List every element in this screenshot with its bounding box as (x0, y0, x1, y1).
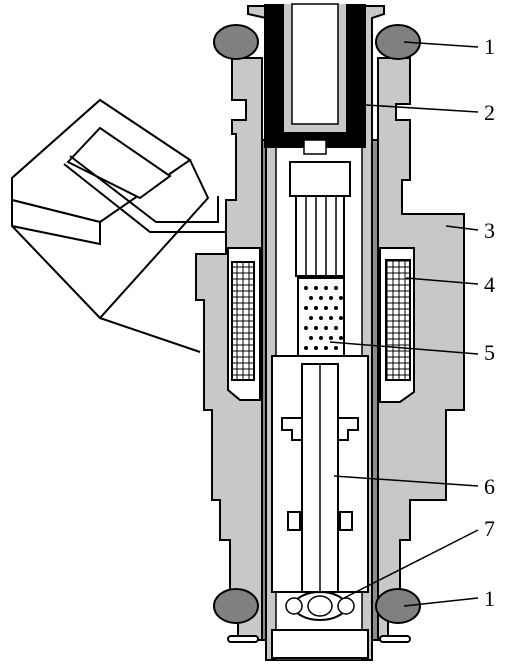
spring-dot (319, 296, 323, 300)
spring-dot (304, 346, 308, 350)
needle-guides (281, 417, 359, 531)
callout-1-bottom: 1 (484, 586, 495, 611)
retaining-clips (227, 635, 411, 643)
solenoid-coil-right (379, 247, 415, 403)
o-ring-top-right (375, 24, 421, 60)
valve-ball (285, 591, 355, 621)
core-channels (305, 196, 337, 276)
spring-dot (319, 336, 323, 340)
spring-dot (314, 286, 318, 290)
o-ring-bottom-left (213, 588, 259, 624)
spring-dot (339, 336, 343, 340)
spring-dot (329, 316, 333, 320)
nozzle-tip (271, 629, 369, 659)
spring-dot (309, 336, 313, 340)
spring-dot (324, 286, 328, 290)
spring-dot (309, 296, 313, 300)
o-ring-bottom-right (375, 588, 421, 624)
spring-dot (334, 346, 338, 350)
pole-core (295, 195, 345, 277)
spring-dot (304, 306, 308, 310)
spring-dot (324, 306, 328, 310)
callout-leaders (329, 41, 479, 607)
spring-coil-dots (304, 286, 343, 350)
o-ring-top-left (213, 24, 259, 60)
callout-6: 6 (484, 474, 495, 499)
spring-dot (334, 306, 338, 310)
spring-dot (334, 326, 338, 330)
armature-guide (289, 161, 351, 197)
spring-dot (309, 316, 313, 320)
solenoid-coil-left (227, 247, 261, 401)
spring-dot (319, 316, 323, 320)
callout-3: 3 (484, 218, 495, 243)
spring-dot (314, 326, 318, 330)
spring-dot (324, 326, 328, 330)
spring-dot (329, 296, 333, 300)
spring-dot (304, 286, 308, 290)
callout-7: 7 (484, 516, 495, 541)
spring-dot (324, 346, 328, 350)
callout-2: 2 (484, 100, 495, 125)
callout-1-top: 1 (484, 34, 495, 59)
spring-dot (329, 336, 333, 340)
electrical-connector (11, 98, 227, 353)
callout-5: 5 (484, 340, 495, 365)
spring-dot (314, 306, 318, 310)
spring-dot (304, 326, 308, 330)
callout-4: 4 (484, 272, 495, 297)
fuel-filter (264, 3, 366, 155)
spring-dot (339, 316, 343, 320)
spring-dot (334, 286, 338, 290)
spring-dot (314, 346, 318, 350)
spring-dot (339, 296, 343, 300)
